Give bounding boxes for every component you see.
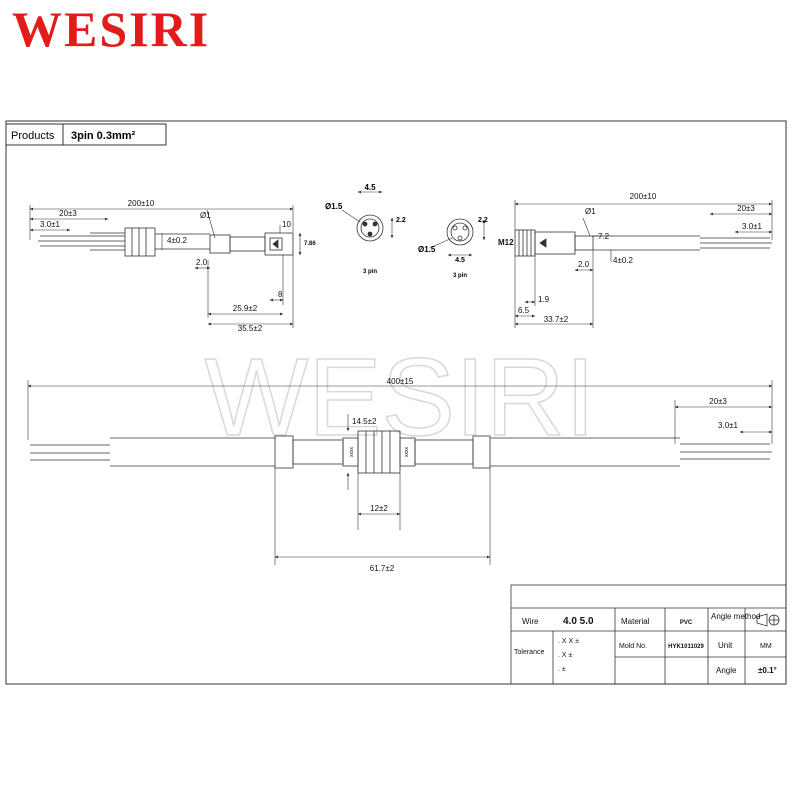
left-connector-view [38,227,294,257]
right-dim-a: 7.2 [598,232,610,241]
assembly-dimensions [27,380,773,565]
wire-value: 4.0 5.0 [563,616,594,627]
material-label: Material [621,617,650,626]
right-tin-length: 3.0±1 [742,222,763,231]
angle-value: ±0.1° [758,666,777,675]
right-hole-dia: Ø1 [585,207,596,216]
assembly-label-a: xxxx [349,447,355,458]
male-face-height: 2.2 [478,217,488,224]
face-view-male: Ø1.5 4.5 2.2 3 pin [418,217,488,279]
left-offset-b: 8 [278,290,283,299]
right-view-dimensions [514,200,773,328]
assembly-strip-length: 20±3 [709,397,727,406]
brand-logo: WESIRI [12,1,211,57]
left-height-b: 7.86 [304,241,316,247]
right-strip-length: 20±3 [737,204,755,213]
left-view-dimensions [29,205,302,328]
mold-value: HYK1011029 [668,644,704,650]
right-len-c: 33.7±2 [544,315,569,324]
left-len-a: 25.9±2 [233,304,258,313]
right-len-a: 1.9 [538,295,550,304]
assembly-label-b: xxxx [404,447,410,458]
female-face-width: 4.5 [364,183,376,192]
left-hole-dia: Ø1 [200,211,211,220]
mold-label: Mold No. [619,643,647,650]
sheet-border [5,120,787,685]
product-header: Products 3pin 0.3mm² [5,123,167,146]
left-strip-length: 20±3 [59,209,77,218]
male-face-dia: Ø1.5 [418,245,436,254]
assembly-body-length: 61.7±2 [370,564,395,573]
unit-value: MM [760,643,772,650]
male-face-width: 4.5 [455,257,465,264]
tolerance-label: Tolerance [514,649,544,656]
assembly-tin-length: 3.0±1 [718,421,739,430]
right-total-length: 200±10 [630,192,657,201]
left-height-a: 10 [282,220,291,229]
material-value: PVC [680,620,693,626]
tolerance-xx: . X X ± [558,638,579,645]
assembly-view [30,430,772,474]
spec-table [510,584,787,685]
right-len-b: 6.5 [518,306,530,315]
left-len-b: 35.5±2 [238,324,263,333]
tolerance-int: . ± [558,666,566,673]
left-offset-a: 2.0 [196,258,208,267]
female-face-label: 3 pin [363,269,377,275]
assembly-nut-dia: 14.5±2 [352,417,377,426]
angle-method-label: Angle method [711,612,760,621]
female-face-dia: Ø1.5 [325,202,343,211]
face-view-female: 4.5 Ø1.5 2.2 3 pin [325,183,406,275]
female-face-height: 2.2 [396,217,406,224]
left-tin-length: 3.0±1 [40,220,61,229]
tolerance-x: . X ± [558,652,573,659]
right-offset: 2.0 [578,260,590,269]
assembly-total-length: 400±15 [387,377,414,386]
left-cable-dia: 4±0.2 [167,236,188,245]
assembly-nut-length: 12±2 [370,504,388,513]
right-thread: M12 [498,238,514,247]
angle-label: Angle [716,666,737,675]
male-face-label: 3 pin [453,273,467,279]
product-value: 3pin 0.3mm² [71,130,136,142]
unit-label: Unit [718,641,733,650]
right-connector-view [514,229,772,257]
right-cable-dia: 4±0.2 [613,256,634,265]
products-label: Products [11,130,55,142]
wire-label: Wire [522,617,539,626]
left-total-length: 200±10 [128,199,155,208]
